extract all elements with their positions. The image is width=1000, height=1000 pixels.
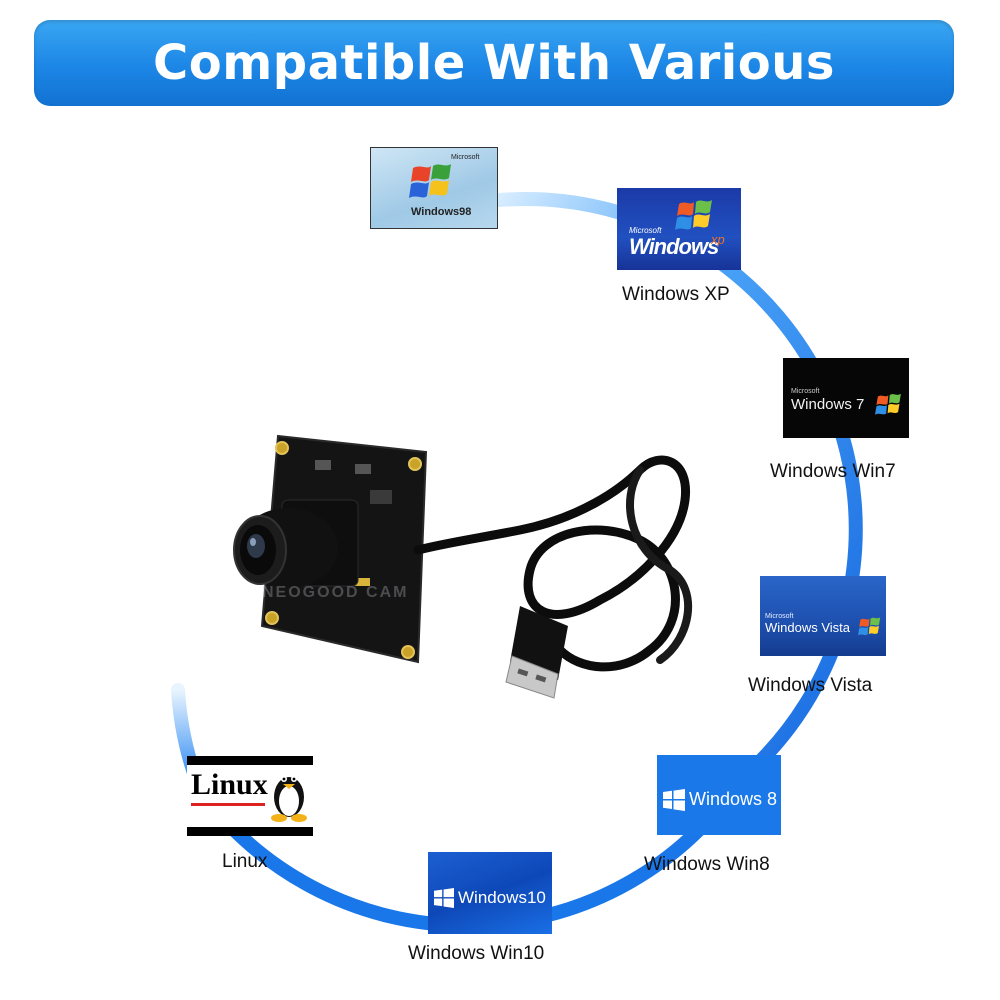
usb-cable-icon: [505, 606, 568, 699]
linux-logo: Linux: [187, 756, 313, 836]
windows-vista-logo: Microsoft Windows Vista: [760, 576, 886, 656]
windows-vista-logo-icon: [858, 617, 881, 636]
windows-vista-text: Windows Vista: [765, 620, 851, 635]
windows-xp-brand: Microsoft: [629, 226, 662, 235]
windows-8-logo-icon: [663, 789, 685, 811]
usb-camera-module-icon: [233, 434, 693, 699]
windows-xp-logo-icon: [675, 200, 712, 230]
windows-10-logo-icon: [434, 888, 454, 908]
linux-tux-logo-icon: [271, 776, 307, 822]
linux-label: Linux: [222, 851, 268, 872]
windows-7-logo: Microsoft Windows 7: [783, 358, 909, 438]
windows-7-label: Windows Win7: [770, 461, 896, 482]
watermark: NEOGOOD CAM: [262, 584, 409, 601]
windows-10-label: Windows Win10: [408, 943, 545, 964]
windows-vista-brand: Microsoft: [765, 613, 794, 620]
windows-8-logo: Windows 8: [657, 755, 781, 835]
windows-7-brand: Microsoft: [791, 388, 820, 395]
windows-8-text: Windows 8: [689, 789, 778, 809]
windows-7-text: Windows 7: [791, 396, 865, 413]
windows-vista-label: Windows Vista: [748, 675, 873, 696]
windows98-logo: Microsoft Windows98: [370, 147, 498, 229]
windows98-logo-icon: [409, 164, 451, 198]
windows-10-logo: Windows10: [428, 852, 552, 934]
windows98-text: Windows98: [411, 206, 472, 218]
linux-text: Linux: [191, 768, 268, 801]
banner-title: Compatible With Various Systems: [153, 35, 835, 177]
windows-8-label: Windows Win8: [644, 854, 770, 875]
windows-xp-logo: Microsoft Windows xp: [617, 188, 741, 270]
windows98-brand: Microsoft: [451, 154, 480, 161]
title-banner: Compatible With Various Systems: [34, 20, 954, 177]
windows-xp-text: Windows: [629, 234, 719, 259]
windows-xp-label: Windows XP: [622, 284, 730, 305]
windows-10-text: Windows10: [458, 888, 546, 907]
windows-7-logo-icon: [875, 393, 901, 415]
linux-logo-bottom-bar: [187, 827, 313, 836]
windows-xp-suffix: xp: [711, 232, 725, 247]
linux-underline: [191, 803, 265, 806]
linux-logo-top-bar: [187, 756, 313, 765]
